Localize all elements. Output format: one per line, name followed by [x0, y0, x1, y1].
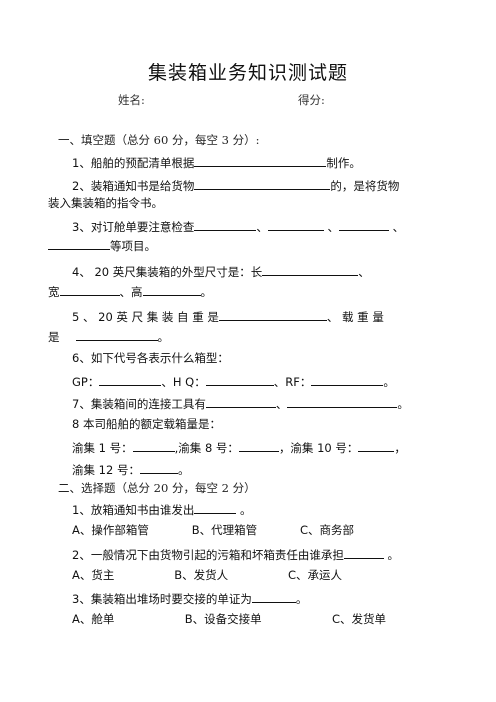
blank[interactable] [194, 176, 331, 190]
blank[interactable] [59, 282, 120, 296]
blank[interactable] [205, 372, 274, 386]
question-2-3: 3、集装箱出堆场时要交接的单证为。 [72, 589, 442, 607]
blank[interactable] [205, 394, 276, 408]
question-1-2-cont: 装入集装箱的指令书。 [48, 196, 163, 210]
blank[interactable] [48, 236, 110, 250]
blank[interactable] [194, 153, 327, 167]
option-c[interactable]: C、承运人 [287, 568, 342, 582]
blank[interactable] [194, 500, 237, 514]
blank[interactable] [218, 307, 327, 321]
option-a[interactable]: A、舱单 [72, 612, 115, 626]
option-c[interactable]: C、发货单 [331, 612, 386, 626]
question-1-4-cont: 宽、高。 [48, 282, 418, 300]
blank[interactable] [75, 327, 158, 341]
question-1-6-options: GP：、H Q：、RF：。 [72, 372, 442, 390]
option-b[interactable]: B、设备交接单 [184, 612, 262, 626]
option-c[interactable]: C、商务部 [299, 523, 354, 537]
question-1-8: 8 本司船舶的额定载箱量是： [72, 417, 221, 431]
question-1-6: 6、如下代号各表示什么箱型： [72, 351, 229, 365]
question-2-2-options: A、货主 B、发货人 C、承运人 [72, 567, 342, 583]
blank[interactable] [311, 372, 384, 386]
option-b[interactable]: B、代理箱管 [191, 523, 258, 537]
question-1-8-ships: 渝集 1 号：,渝集 8 号：，渝集 10 号：， [72, 438, 442, 456]
blank[interactable] [267, 217, 324, 231]
question-1-8-ships-cont: 渝集 12 号：。 [72, 460, 442, 478]
question-1-5-cont: 是。 [48, 327, 418, 345]
question-2-3-options: A、舱单 B、设备交接单 C、发货单 [72, 611, 386, 627]
page-title: 集装箱业务知识测试题 [147, 62, 348, 84]
question-1-5: 5 、 20 英 尺 集 装 自 重 是、 载 重 量 [72, 307, 442, 325]
blank[interactable] [142, 282, 201, 296]
question-1-3: 3、对订舱单要注意检查、 、 、 [72, 217, 442, 235]
question-1-7: 7、集装箱间的连接工具有、。 [72, 394, 442, 412]
blank[interactable] [132, 438, 175, 452]
blank[interactable] [99, 372, 162, 386]
blank[interactable] [262, 262, 359, 276]
question-2-2: 2、一般情况下由货物引起的污箱和坏箱责任由谁承担 。 [72, 545, 442, 563]
section-choice-heading: 二、选择题（总分 20 分，每空 2 分） [58, 481, 256, 495]
blank[interactable] [139, 460, 178, 474]
name-label: 姓名: [118, 93, 145, 107]
blank[interactable] [343, 545, 384, 559]
section-fill-in-heading: 一、填空题（总分 60 分，每空 3 分）: [58, 133, 260, 147]
blank[interactable] [238, 438, 279, 452]
blank[interactable] [194, 217, 257, 231]
question-1-3-cont: 等项目。 [48, 236, 418, 254]
blank[interactable] [338, 217, 389, 231]
score-label: 得分: [298, 93, 325, 107]
option-a[interactable]: A、操作部箱管 [72, 523, 149, 537]
question-1-1: 1、船舶的预配清单根据制作。 [72, 153, 442, 171]
blank[interactable] [251, 589, 296, 603]
question-1-2: 2、装箱通知书是给货物的，是将货物 [72, 176, 442, 194]
blank[interactable] [358, 438, 395, 452]
question-2-1-options: A、操作部箱管 B、代理箱管 C、商务部 [72, 522, 354, 538]
blank[interactable] [287, 394, 398, 408]
option-b[interactable]: B、发货人 [174, 568, 229, 582]
question-2-1: 1、放箱通知书由谁发出 。 [72, 500, 442, 518]
option-a[interactable]: A、货主 [72, 568, 115, 582]
question-1-4: 4、 20 英尺集装箱的外型尺寸是：长、 [72, 262, 442, 280]
